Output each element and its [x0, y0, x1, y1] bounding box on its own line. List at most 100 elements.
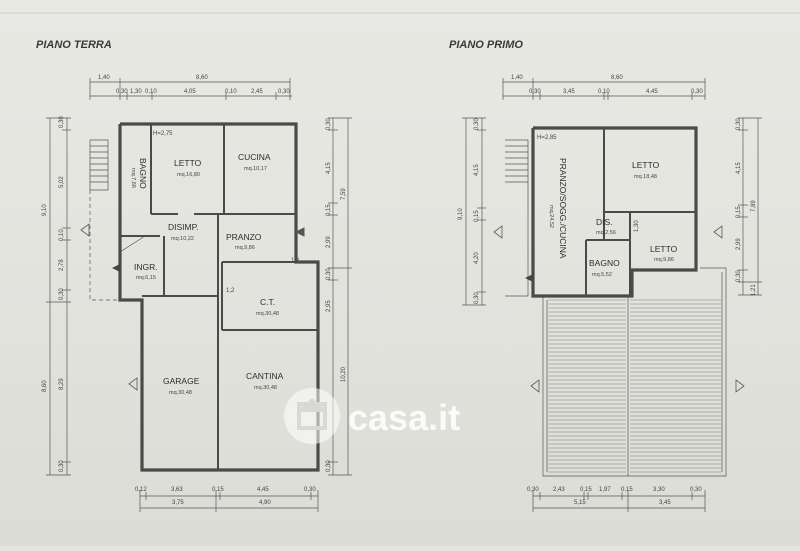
ground-exterior-stairs — [89, 139, 120, 301]
ground-dim-top-part: 0,30 — [116, 89, 128, 95]
ground-dim-right-part: 0,30 — [326, 118, 332, 130]
first-dim-top-total: 8,60 — [611, 75, 623, 81]
roof-hatching — [548, 299, 721, 473]
first-inner-dim: 1,30 — [634, 220, 640, 232]
ground-dim-bottom-part: 0,30 — [304, 487, 316, 493]
first-floor-title: PIANO PRIMO — [449, 39, 523, 51]
room-cucina: CUCINA — [238, 152, 271, 162]
first-dim-bottom-part: 0,30 — [527, 487, 539, 493]
ground-dim-right-part: 4,15 — [326, 162, 332, 174]
first-dim-left: 0,30 — [474, 118, 480, 130]
ground-dim-left-part: 5,02 — [59, 176, 65, 188]
first-dim-right: 2,99 — [736, 238, 742, 250]
ground-dim-bottom-part: 0,15 — [212, 487, 224, 493]
first-top-dimensions: 1,40 8,60 0,30 3,45 0,10 4,45 0,30 — [502, 75, 706, 100]
first-height-label: H=2,85 — [537, 135, 557, 141]
casa-it-watermark: casa.it — [284, 388, 460, 444]
room-garage: GARAGE — [163, 376, 200, 386]
ground-dim-bottom-total: 3,75 — [172, 500, 184, 506]
ground-left-dimensions: 9,10 8,60 0,30 5,02 0,10 2,78 0,30 8,29 … — [42, 116, 71, 476]
room-disimpegno-primo-area: mq.2,56 — [596, 230, 616, 236]
ground-dim-left-part: 0,30 — [59, 116, 65, 128]
first-exterior-stairs — [505, 139, 529, 297]
ground-dim-top-part: 4,05 — [184, 89, 196, 95]
ground-dim-right-part: 0,30 — [326, 460, 332, 472]
first-dim-left: 0,30 — [474, 292, 480, 304]
room-cantina: CANTINA — [246, 371, 284, 381]
room-centrale-termica: C.T. — [260, 297, 275, 307]
first-dim-bottom-part: 3,30 — [653, 487, 665, 493]
first-dim-left: 4,15 — [474, 164, 480, 176]
room-bagno-primo: BAGNO — [589, 258, 620, 268]
room-ingresso: INGR. — [134, 262, 158, 272]
room-cucina-area: mq.10,17 — [244, 166, 267, 172]
room-pranzo-area: mq.9,86 — [235, 245, 255, 251]
first-entry-markers — [493, 225, 745, 393]
first-dim-bottom-total: 3,45 — [659, 500, 671, 506]
ground-dim-top-part: 2,45 — [251, 89, 263, 95]
ground-dim-left-part: 2,78 — [59, 259, 65, 271]
ground-height-label: H=2,75 — [153, 131, 173, 137]
room-ingresso-area: mq.6,15 — [136, 275, 156, 281]
ground-dim-left-part: 0,30 — [59, 460, 65, 472]
ground-top-dimensions: 1,40 8,60 0,30 1,30 0,10 4,05 0,10 2,45 … — [89, 75, 292, 100]
ground-walls — [118, 122, 320, 472]
first-dim-top-part: 0,30 — [529, 89, 541, 95]
first-dim-bottom-part: 0,15 — [580, 487, 592, 493]
ground-dim-top-part: 0,10 — [145, 89, 157, 95]
first-dim-right: 7,89 — [751, 200, 757, 212]
room-bagno: BAGNO — [138, 158, 148, 189]
first-dim-right: 0,30 — [736, 118, 742, 130]
ground-right-dimensions: 0,30 4,15 0,15 2,99 0,30 2,95 0,30 7,59 … — [326, 117, 352, 476]
room-disimpegno: DISIMP. — [168, 222, 199, 232]
first-dim-right: 0,30 — [736, 270, 742, 282]
room-pranzo-sogg-cucina-area: mq.24,52 — [548, 205, 554, 228]
first-dim-bottom-part: 0,30 — [690, 487, 702, 493]
ground-entry-markers — [80, 223, 305, 391]
first-dim-right: 1,21 — [751, 284, 757, 296]
room-garage-area: mq.30,48 — [169, 390, 192, 396]
room-pranzo: PRANZO — [226, 232, 262, 242]
ground-dim-left-part: 0,10 — [59, 229, 65, 241]
ground-level-label: 1,2 — [226, 288, 235, 294]
ground-dim-top-total: 8,60 — [196, 75, 208, 81]
first-dim-top-part: 4,45 — [646, 89, 658, 95]
ground-dim-left-total: 8,60 — [42, 380, 48, 392]
ground-dim-bottom-part: 3,63 — [171, 487, 183, 493]
first-dim-bottom-part: 2,43 — [553, 487, 565, 493]
ground-floor-title: PIANO TERRA — [36, 39, 112, 51]
ground-dim-right-part: 0,15 — [326, 204, 332, 216]
room-bagno-area: mq.7,66 — [130, 168, 136, 188]
room-disimpegno-area: mq.10,22 — [171, 236, 194, 242]
room-letto-area: mq.16,80 — [177, 172, 200, 178]
ground-dim-right-part: 0,30 — [326, 268, 332, 280]
first-dim-right: 4,15 — [736, 162, 742, 174]
ground-dim-bottom-part: 4,45 — [257, 487, 269, 493]
first-roof-area — [542, 267, 727, 477]
room-disimpegno-primo: DIS. — [596, 217, 613, 227]
room-cantina-area: mq.30,48 — [254, 385, 277, 391]
first-dim-top-part: 0,30 — [691, 89, 703, 95]
room-letto-primo-area: mq.18,48 — [634, 174, 657, 180]
first-dim-bottom-part: 0,15 — [621, 487, 633, 493]
room-letto-piccolo: LETTO — [650, 244, 678, 254]
first-dim-top-left: 1,40 — [511, 75, 523, 81]
ground-dim-right-part: 2,99 — [326, 236, 332, 248]
first-right-dimensions: 0,30 4,15 0,15 2,99 0,30 1,21 7,89 — [736, 117, 762, 296]
room-letto-piccolo-area: mq.9,86 — [654, 257, 674, 263]
first-dim-bottom-total: 5,15 — [574, 500, 586, 506]
room-pranzo-sogg-cucina: PRANZO/SOGG./CUCINA — [558, 158, 568, 259]
room-letto-primo: LETTO — [632, 160, 660, 170]
ground-dim-left-total: 9,10 — [42, 204, 48, 216]
ground-dim-bottom-total: 4,90 — [259, 500, 271, 506]
ground-dim-left-part: 8,29 — [59, 378, 65, 390]
ground-dim-left-part: 0,30 — [59, 288, 65, 300]
ground-dim-right-total: 7,59 — [341, 188, 347, 200]
room-bagno-primo-area: mq.5,52 — [592, 272, 612, 278]
first-left-dimensions: 9,10 0,30 4,15 0,15 4,20 0,30 — [458, 117, 486, 306]
first-dim-left: 0,15 — [474, 210, 480, 222]
ground-dim-right-part: 2,95 — [326, 300, 332, 312]
ground-dim-bottom-part: 0,12 — [135, 487, 147, 493]
